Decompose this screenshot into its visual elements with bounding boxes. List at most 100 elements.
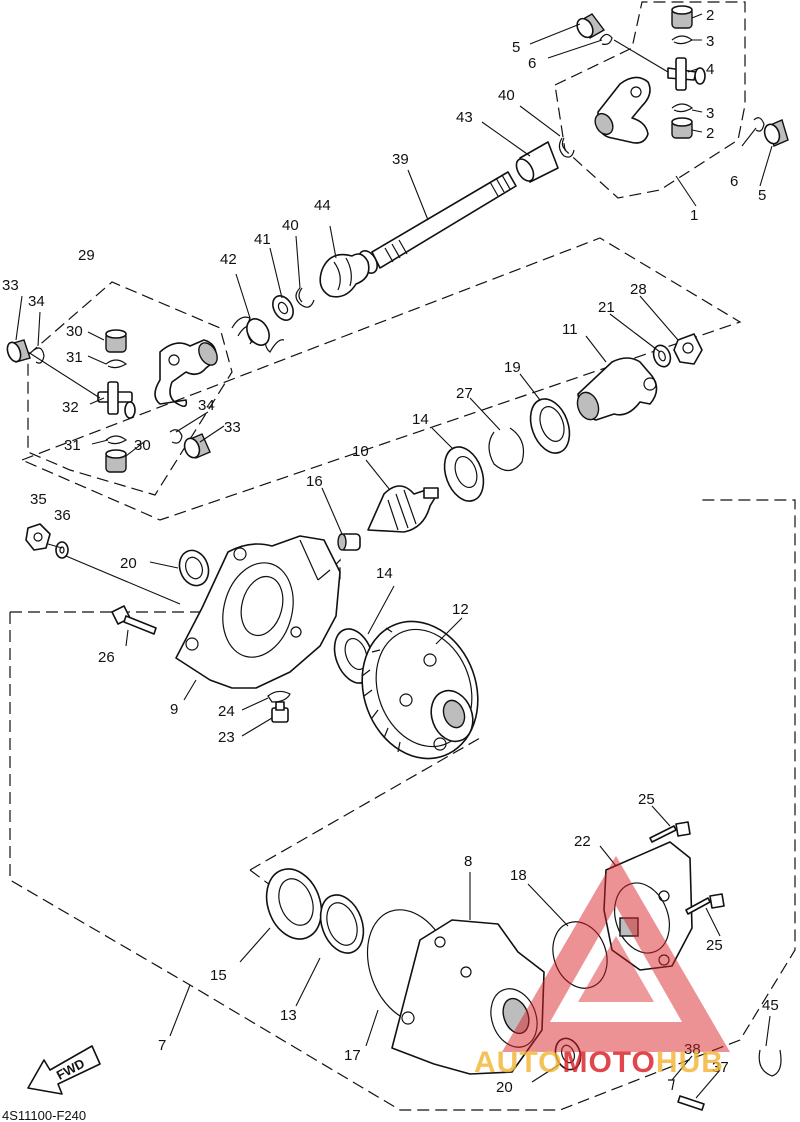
gasket-24[interactable] xyxy=(267,690,291,703)
bearing-cup-33-left[interactable] xyxy=(5,339,31,363)
bearing-14-upper[interactable] xyxy=(438,442,491,507)
callout-27: 27 xyxy=(456,385,473,402)
bearing-cup-33-right[interactable] xyxy=(182,433,211,460)
callout-18: 18 xyxy=(510,867,527,884)
o-ring-18[interactable] xyxy=(544,914,616,996)
coupling-yoke-11[interactable] xyxy=(574,357,658,423)
bearing-cup-2-top[interactable] xyxy=(671,5,693,29)
callout-17: 17 xyxy=(344,1047,361,1064)
callout-33-left: 33 xyxy=(2,277,19,294)
callout-5-top: 5 xyxy=(512,39,520,56)
pin-38[interactable] xyxy=(668,1079,675,1091)
callout-13: 13 xyxy=(280,1007,297,1024)
bolt-26[interactable] xyxy=(111,605,157,635)
callout-25-top: 25 xyxy=(638,791,655,808)
circlip-40-upper[interactable] xyxy=(558,137,575,158)
flange-nut-28[interactable] xyxy=(673,333,703,365)
callout-34-right: 34 xyxy=(198,397,215,414)
rubber-boot[interactable] xyxy=(319,248,381,298)
callout-43: 43 xyxy=(456,109,473,126)
flange-nut-35[interactable] xyxy=(25,523,51,551)
callout-8: 8 xyxy=(464,853,472,870)
callout-6-top: 6 xyxy=(528,55,536,72)
oil-seal-19[interactable] xyxy=(524,394,577,459)
circlip-3-top[interactable] xyxy=(671,35,694,45)
forward-direction-arrow: FWD xyxy=(27,1045,101,1095)
oil-seal-15[interactable] xyxy=(257,861,330,946)
circlip-27[interactable] xyxy=(488,427,525,472)
circlip-31-bottom[interactable] xyxy=(105,435,128,445)
svg-text:AUTOMOTOHUB: AUTOMOTOHUB xyxy=(474,1046,724,1079)
pinion-gear-10[interactable] xyxy=(367,485,439,533)
gear-case-housing-9[interactable] xyxy=(175,535,341,689)
callout-26: 26 xyxy=(98,649,115,666)
collar-43[interactable] xyxy=(513,141,559,184)
callout-38: 38 xyxy=(684,1041,701,1058)
callout-3-top: 3 xyxy=(706,33,714,50)
bearing-cup-30-top[interactable] xyxy=(105,329,127,353)
universal-joint-yoke-1[interactable] xyxy=(592,76,651,144)
callout-16: 16 xyxy=(306,473,323,490)
callout-2-top: 2 xyxy=(706,7,714,24)
bearing-cover-22[interactable] xyxy=(603,841,693,971)
callout-5-right: 5 xyxy=(758,187,766,204)
callout-40-upper: 40 xyxy=(498,87,515,104)
circlip-45[interactable] xyxy=(758,1049,782,1077)
ring-gear-differential-12[interactable] xyxy=(343,605,496,775)
leader-lines xyxy=(15,13,773,1099)
circlip-6-top[interactable] xyxy=(599,33,613,45)
watermark-text-hub: HUB xyxy=(656,1046,724,1079)
callout-23: 23 xyxy=(218,729,235,746)
watermark-triangle-icon xyxy=(502,856,730,1052)
shim-13[interactable] xyxy=(313,889,371,959)
callout-7: 7 xyxy=(158,1037,166,1054)
callout-35: 35 xyxy=(30,491,47,508)
circlip-3-bottom[interactable] xyxy=(671,103,694,113)
bolt-25-right[interactable] xyxy=(685,893,725,915)
oil-seal-20-rear[interactable] xyxy=(551,1035,584,1073)
washer-36[interactable] xyxy=(55,541,69,559)
watermark-inner-triangle-icon xyxy=(578,936,654,1002)
callout-14-upper: 14 xyxy=(412,411,429,428)
cross-spider-4[interactable] xyxy=(667,57,706,91)
callout-20-rear: 20 xyxy=(496,1079,513,1096)
callout-6-right: 6 xyxy=(730,173,738,190)
universal-joint-yoke-29[interactable] xyxy=(154,339,221,408)
callout-29: 29 xyxy=(78,247,95,264)
circlip-40-lower[interactable] xyxy=(295,287,315,308)
callout-11: 11 xyxy=(562,321,578,338)
circlip-6-right[interactable] xyxy=(753,117,765,132)
callout-31-top: 31 xyxy=(66,349,83,366)
callout-40-lower: 40 xyxy=(282,217,299,234)
callout-34-left: 34 xyxy=(28,293,45,310)
oil-seal-20-front[interactable] xyxy=(175,546,214,589)
callout-41: 41 xyxy=(254,231,271,248)
bearing-cup-5-top[interactable] xyxy=(574,13,606,40)
assembly-boundary-main xyxy=(20,237,742,521)
callout-44: 44 xyxy=(314,197,331,214)
circlip-34-left[interactable] xyxy=(33,347,45,364)
callout-45: 45 xyxy=(762,997,779,1014)
cross-spider-32[interactable] xyxy=(97,381,136,419)
needle-bearing-16[interactable] xyxy=(337,533,361,551)
circlip-31-top[interactable] xyxy=(105,359,128,369)
pin-37[interactable] xyxy=(677,1095,705,1111)
callout-22: 22 xyxy=(574,833,591,850)
bolt-25-top[interactable] xyxy=(649,821,691,843)
circlip-34-right[interactable] xyxy=(169,429,183,444)
callout-37: 37 xyxy=(712,1059,729,1076)
bearing-cup-2-bottom[interactable] xyxy=(671,117,693,139)
diagram-code: 4S11100-F240 xyxy=(2,1108,86,1122)
gear-case-housing-8[interactable] xyxy=(391,919,545,1075)
callout-10: 10 xyxy=(352,443,369,460)
callout-28: 28 xyxy=(630,281,647,298)
callout-33-right: 33 xyxy=(224,419,241,436)
drive-shaft[interactable] xyxy=(371,171,517,269)
washer-41[interactable] xyxy=(269,292,298,324)
drain-plug-23[interactable] xyxy=(271,701,289,723)
compression-spring[interactable] xyxy=(231,315,285,353)
bearing-cup-5-right[interactable] xyxy=(762,119,789,147)
bearing-cup-30-bottom[interactable] xyxy=(105,449,127,473)
